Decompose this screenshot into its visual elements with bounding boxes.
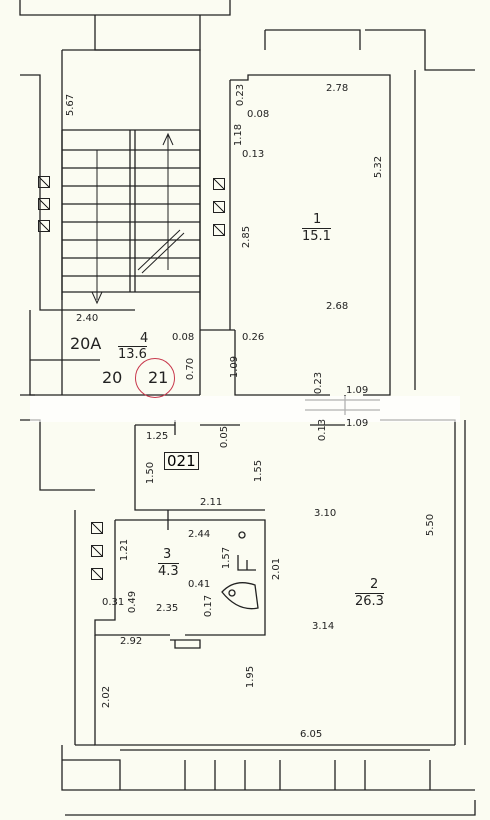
dimension-label: 0.49: [127, 590, 139, 614]
dimension-label: 0.13: [242, 149, 265, 160]
dimension-label: 5.32: [373, 155, 385, 179]
highlight-circle: [135, 358, 175, 398]
vent-hatch-icon: [91, 522, 103, 534]
vent-hatch-icon: [38, 198, 50, 210]
dimension-label: 0.26: [242, 332, 265, 343]
dimension-label: 0.41: [188, 579, 211, 590]
stair-treads: [62, 130, 200, 293]
vent-hatch-icon: [213, 224, 225, 236]
dimension-label: 0.08: [247, 109, 270, 120]
dimension-label: 1.09: [346, 418, 369, 429]
dimension-label: 2.85: [241, 225, 253, 249]
room-1-area: 15.1: [302, 228, 331, 244]
watermark-band: [30, 396, 460, 422]
vent-hatch-icon: [38, 176, 50, 188]
dimension-label: 1.95: [245, 665, 257, 689]
apartment-label-20: 20: [102, 368, 123, 387]
dimension-label: 3.10: [314, 508, 337, 519]
vent-hatch-icon: [91, 545, 103, 557]
room-3-area: 4.3: [158, 563, 179, 579]
dimension-label: 2.44: [188, 529, 211, 540]
top-wall: [19, 0, 231, 16]
vent-hatch-icon: [91, 568, 103, 580]
dimension-label: 0.70: [185, 357, 197, 381]
dimension-label: 2.92: [120, 636, 143, 647]
vent-hatch-icon: [38, 220, 50, 232]
dimension-label: 0.13: [317, 418, 329, 442]
room-2-number: 2: [370, 577, 379, 592]
room-3-number: 3: [163, 547, 172, 562]
dimension-label: 0.05: [219, 425, 231, 449]
dimension-label: 1.50: [145, 461, 157, 485]
dimension-label: 1.55: [253, 459, 265, 483]
dimension-label: 0.08: [172, 332, 195, 343]
dimension-label: 2.68: [326, 301, 349, 312]
vent-hatch-icon: [213, 178, 225, 190]
dimension-label: 3.14: [312, 621, 335, 632]
room-3-walls: [94, 519, 266, 636]
vent-hatch-icon: [213, 201, 225, 213]
dimension-label: 2.40: [76, 313, 99, 324]
room-4-number: 4: [140, 331, 149, 346]
stair-shaft-wall: [61, 50, 135, 311]
room-1-walls: [230, 74, 391, 396]
room-2-area: 26.3: [355, 593, 384, 609]
unit-code: 021: [164, 452, 199, 470]
dimension-label: 2.35: [156, 603, 179, 614]
dimension-label: 1.57: [221, 546, 233, 570]
dimension-label: 1.18: [233, 123, 245, 147]
dimension-label: 2.02: [101, 685, 113, 709]
dimension-label: 0.23: [235, 83, 247, 107]
room-1-number: 1: [313, 212, 322, 227]
dimension-label: 1.09: [346, 385, 369, 396]
dimension-label: 1.25: [146, 431, 169, 442]
dimension-label: 6.05: [300, 729, 323, 740]
dimension-label: 0.31: [102, 597, 125, 608]
room-2-walls: [94, 635, 455, 746]
dimension-label: 2.01: [271, 557, 283, 581]
dimension-label: 5.67: [65, 93, 77, 117]
dimension-label: 1.21: [119, 538, 131, 562]
dimension-label: 1.09: [229, 355, 241, 379]
dimension-label: 2.78: [326, 83, 349, 94]
dimension-label: 2.11: [200, 497, 223, 508]
apartment-label-20a: 20A: [70, 334, 102, 353]
room-4-area: 13.6: [118, 346, 147, 362]
dimension-label: 0.17: [203, 594, 215, 618]
dimension-label: 5.50: [425, 513, 437, 537]
dimension-label: 0.23: [313, 371, 325, 395]
